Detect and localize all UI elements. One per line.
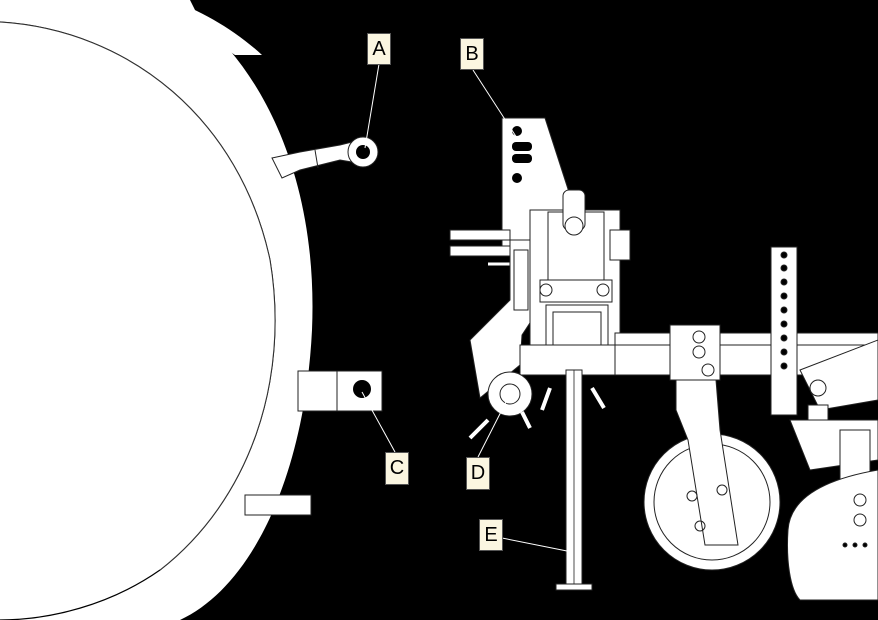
gauge-wheel (643, 379, 781, 571)
leader-b (472, 69, 518, 139)
hydraulic-couplers (449, 229, 512, 266)
toolbar-beam (614, 324, 878, 381)
leader-c (361, 391, 396, 453)
leader-d (477, 397, 509, 458)
parking-stand (555, 369, 593, 591)
lower-link-bracket (297, 370, 383, 412)
callout-d: D (466, 457, 490, 490)
depth-roller (468, 371, 606, 440)
leader-lines (361, 63, 573, 553)
leader-a (364, 63, 380, 149)
callout-e: E (479, 519, 503, 551)
callout-b: B (460, 38, 484, 70)
lower-bracket (244, 494, 312, 516)
rear-row-unit (770, 246, 878, 601)
main-frame (469, 189, 631, 399)
leader-e (501, 537, 573, 553)
tractor-wheel (0, 0, 313, 620)
top-link-rod (271, 136, 379, 179)
callout-a: A (367, 33, 391, 65)
callout-c: C (385, 452, 409, 485)
